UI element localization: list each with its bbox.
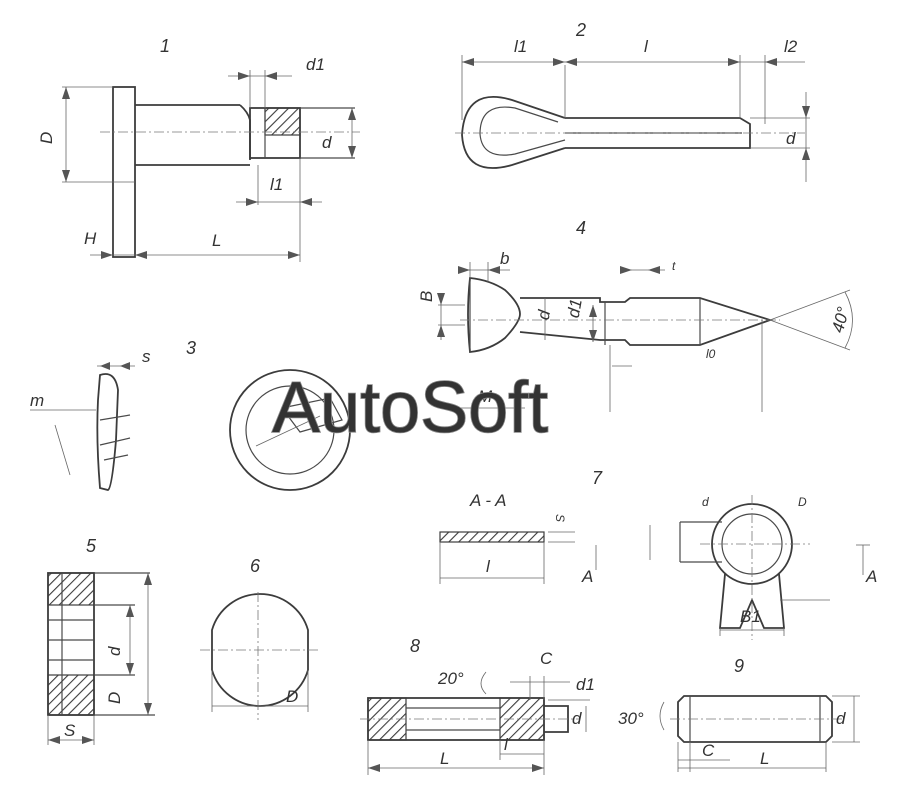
- fig7-label-A-right: A: [865, 567, 877, 586]
- fig7-label-B1: B1: [740, 607, 761, 626]
- figure-7-number: 7: [592, 468, 603, 488]
- fig5-label-D: D: [105, 692, 124, 704]
- fig2-legs: [565, 117, 751, 149]
- fig4-label-d1: d1: [564, 297, 586, 319]
- fig4-head: [467, 277, 521, 353]
- fig2-label-l2: l2: [784, 37, 798, 56]
- fig7-label-l: l: [486, 557, 491, 576]
- fig5-label-d: d: [105, 646, 124, 656]
- fig2-loop: [461, 96, 566, 169]
- figure-6-disc: 6 D: [200, 556, 318, 720]
- figure-5-number: 5: [86, 536, 97, 556]
- fig9-label-angle: 30°: [618, 709, 644, 728]
- fig1-washer-hatch: [264, 107, 301, 136]
- figure-1-axle-pin: 1 d1 D: [37, 36, 360, 262]
- fig7-label-D: D: [798, 495, 807, 509]
- figure-3-spring-ring: 3 s m: [30, 338, 351, 491]
- fig4-body: [519, 297, 773, 346]
- figure-2-number: 2: [575, 20, 586, 40]
- fig4-label-t: t: [672, 259, 676, 273]
- figure-3-number: 3: [186, 338, 196, 358]
- fig1-shank: [135, 104, 250, 166]
- figure-9-pin: 9 30° d C L: [618, 656, 860, 772]
- fig8-label-d1: d1: [576, 675, 595, 694]
- fig3-ring-outer: [229, 369, 351, 491]
- fig5-label-S: S: [64, 721, 76, 740]
- fig2-label-d: d: [786, 129, 796, 148]
- figure-8-sleeve: 8 C 20° d1 d L l: [360, 636, 595, 775]
- fig8-label-angle: 20°: [437, 669, 464, 688]
- fig6-label-D: D: [286, 687, 298, 706]
- fig8-label-L: L: [440, 749, 449, 768]
- fig8-label-C: C: [540, 649, 553, 668]
- fig9-label-d: d: [836, 709, 846, 728]
- fig3-label-m: m: [30, 391, 44, 410]
- fig7-label-section: A - A: [469, 491, 507, 510]
- fig4-label-M: M: [478, 387, 493, 406]
- figure-4-number: 4: [576, 218, 586, 238]
- figure-4-rivet: 4 b t B d d1: [417, 218, 853, 412]
- fig4-label-angle: 40°: [828, 305, 853, 335]
- fig9-label-C: C: [702, 741, 715, 760]
- fig4-label-l0: l0: [706, 347, 716, 361]
- fig1-label-d: d: [322, 133, 332, 152]
- fig4-label-d: d: [534, 308, 554, 321]
- fig7-section-strip: [439, 531, 545, 543]
- fig7-label-S: S: [553, 514, 567, 522]
- fig1-head: [112, 86, 136, 258]
- fig3-side-view: [96, 373, 119, 491]
- watermark-text: AutoSoft: [272, 368, 548, 448]
- fig7-label-A-left: A: [581, 567, 593, 586]
- figure-5-bushing: 5 d D S: [47, 536, 155, 745]
- fig5-hatch-bottom: [47, 674, 95, 716]
- fig1-label-d1: d1: [306, 55, 325, 74]
- fig8-label-l: l: [504, 735, 509, 754]
- figure-6-number: 6: [250, 556, 261, 576]
- fig7-label-d: d: [702, 495, 709, 509]
- fig1-label-H: H: [84, 229, 97, 248]
- fig9-label-L: L: [760, 749, 769, 768]
- figure-2-cotter-pin: 2 l1 l l2 d: [455, 20, 810, 182]
- fig3-label-s: s: [142, 347, 151, 366]
- fig2-label-l1: l1: [514, 37, 527, 56]
- fig2-label-l: l: [644, 37, 649, 56]
- fig1-label-D: D: [37, 132, 56, 144]
- fig1-label-l1: l1: [270, 175, 283, 194]
- fig3-ring-inner: [245, 385, 335, 475]
- figure-1-number: 1: [160, 36, 170, 56]
- fig1-label-L: L: [212, 231, 221, 250]
- fig4-label-B: B: [417, 291, 436, 302]
- figure-7-clip: 7 A - A S l A d D B1 A: [439, 468, 877, 640]
- figure-8-number: 8: [410, 636, 420, 656]
- fig8-label-d: d: [572, 709, 582, 728]
- fig5-hatch-top: [47, 572, 95, 606]
- figure-9-number: 9: [734, 656, 744, 676]
- fig4-label-b: b: [500, 249, 509, 268]
